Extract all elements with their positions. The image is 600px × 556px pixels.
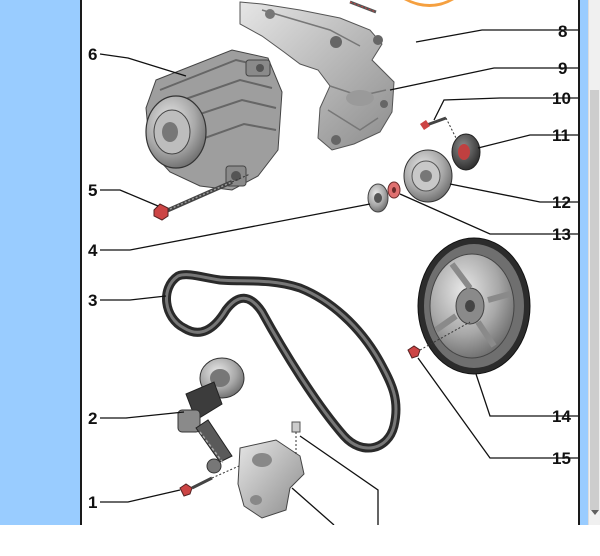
leader-lines	[99, 29, 578, 525]
vertical-scrollbar[interactable]	[588, 0, 600, 525]
exploded-parts-diagram: 6 5 4 3 2 1 8 9 10 11 12 13 14 15	[88, 0, 578, 525]
top-bolt-icon	[349, 0, 377, 14]
cover-cap-icon	[451, 133, 481, 171]
callout-12: 12	[552, 193, 571, 212]
callout-13: 13	[552, 225, 571, 244]
long-bolt-icon	[153, 173, 251, 221]
bottom-strip	[0, 525, 600, 556]
alternator-icon	[145, 49, 283, 191]
frame-left-border	[80, 0, 82, 525]
drive-belt-icon	[162, 270, 401, 453]
orange-part-fragment	[404, 0, 454, 7]
flange-nut-icon	[387, 181, 401, 199]
callout-14: 14	[552, 407, 571, 426]
callout-3: 3	[88, 291, 97, 310]
callout-2: 2	[88, 409, 97, 428]
lower-bracket-icon	[237, 421, 305, 519]
callout-5: 5	[88, 181, 97, 200]
tensioner-icon	[177, 357, 245, 474]
right-background-panel	[580, 0, 588, 525]
callout-11: 11	[552, 126, 570, 145]
pulley-bolt-icon	[407, 321, 471, 359]
mounting-bracket-icon	[239, 1, 395, 151]
callout-10: 10	[552, 89, 571, 108]
idler-pulley-icon	[403, 149, 453, 203]
callout-8: 8	[558, 22, 567, 41]
frame-right-border	[578, 0, 580, 525]
callout-4: 4	[88, 241, 98, 260]
scroll-down-arrow-icon[interactable]	[591, 510, 599, 515]
crankshaft-pulley-icon	[417, 237, 531, 375]
small-bolt-icon	[420, 116, 457, 139]
callout-15: 15	[552, 449, 571, 468]
callout-9: 9	[558, 59, 567, 78]
callout-1: 1	[88, 493, 97, 512]
callout-6: 6	[88, 45, 97, 64]
washer-icon	[367, 183, 389, 213]
scrollbar-thumb[interactable]	[590, 90, 599, 510]
left-background-panel	[0, 0, 80, 525]
